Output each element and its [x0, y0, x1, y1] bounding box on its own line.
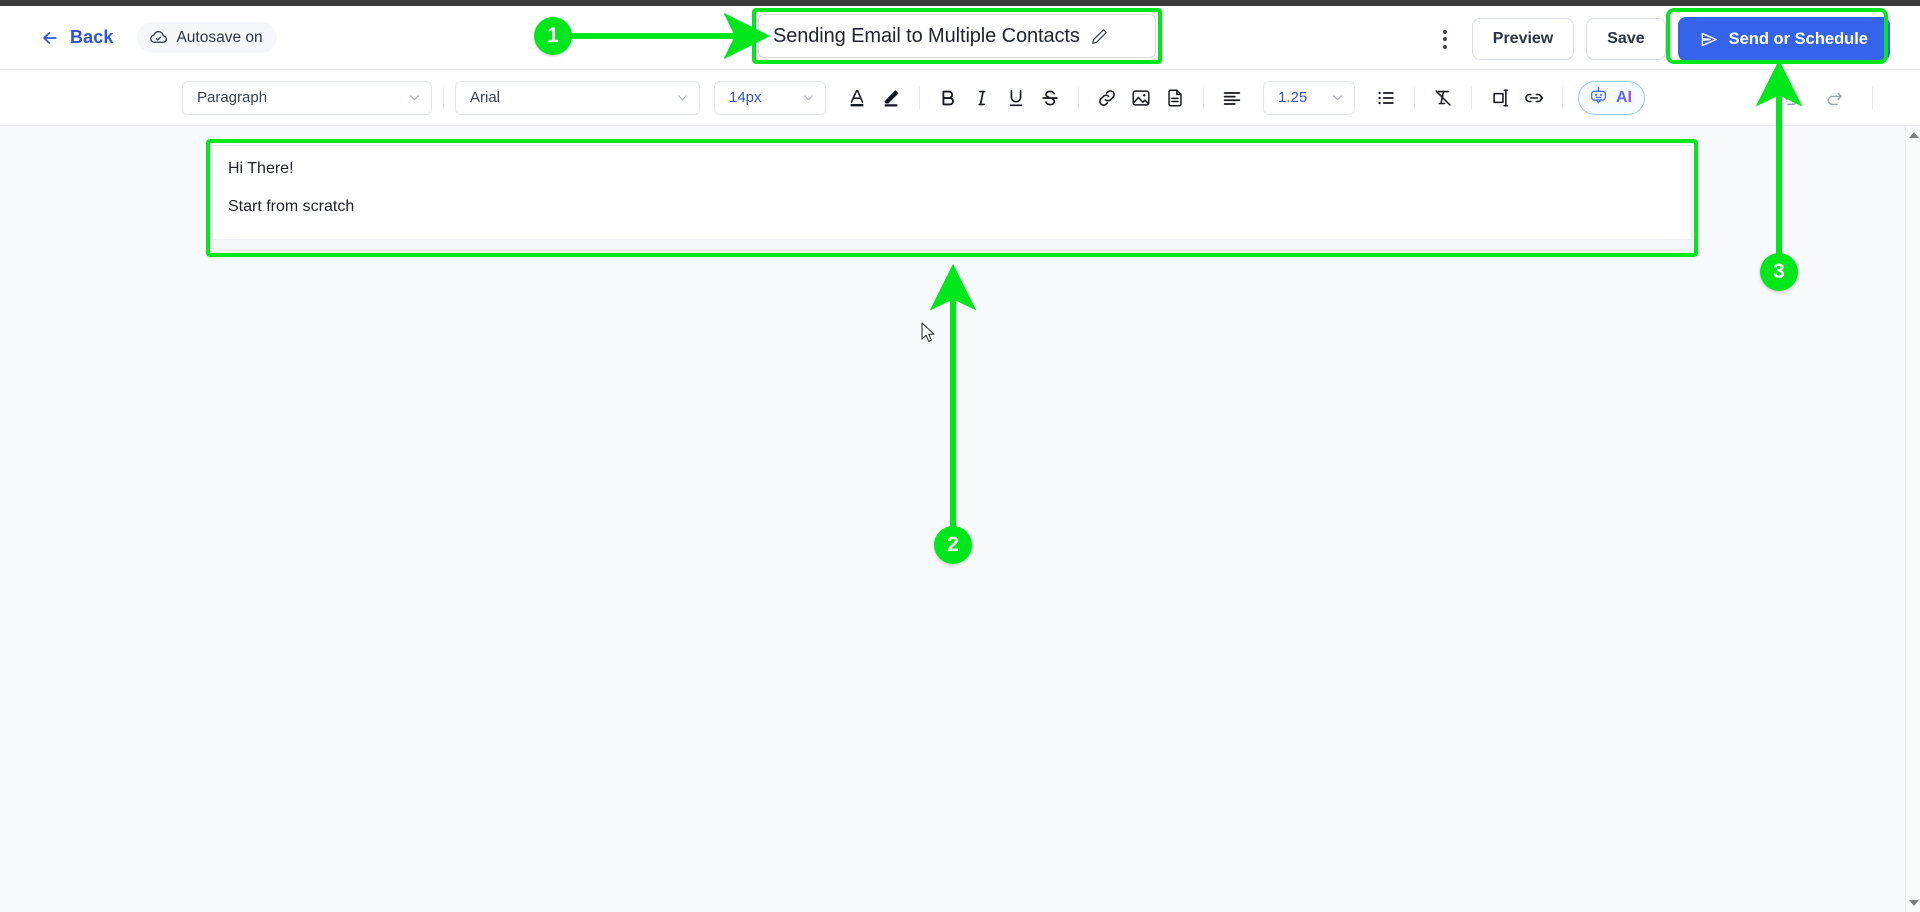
toolbar-divider: [1872, 87, 1873, 109]
email-canvas: Hi There! Start from scratch: [0, 126, 1905, 912]
header-actions: Preview Save Send or Schedule: [1430, 17, 1890, 61]
link-icon[interactable]: [1090, 81, 1124, 115]
chevron-down-icon: [676, 91, 689, 104]
history-controls: [1773, 81, 1884, 115]
arrow-left-icon: [40, 28, 60, 48]
vertical-scrollbar[interactable]: [1905, 126, 1920, 912]
ai-label: AI: [1616, 88, 1632, 106]
back-label: Back: [70, 27, 114, 47]
body-line: Start from scratch: [228, 198, 355, 215]
scroll-up-arrow-icon[interactable]: [1906, 127, 1920, 143]
toolbar-divider: [1471, 86, 1472, 109]
autosave-status: Autosave on: [137, 22, 277, 53]
undo-icon[interactable]: [1773, 81, 1807, 115]
robot-icon: [1588, 85, 1609, 111]
chevron-down-icon: [802, 91, 815, 104]
paper-plane-icon: [1700, 30, 1719, 49]
chevron-down-icon: [1331, 91, 1344, 104]
editor-toolbar: Paragraph Arial 14px: [0, 70, 1920, 126]
save-button[interactable]: Save: [1586, 18, 1666, 60]
send-or-schedule-label: Send or Schedule: [1728, 29, 1868, 48]
send-or-schedule-button[interactable]: Send or Schedule: [1677, 17, 1890, 61]
email-title-value: Sending Email to Multiple Contacts: [773, 24, 1080, 47]
line-height-select[interactable]: 1.25: [1263, 80, 1355, 115]
pencil-icon[interactable]: [1090, 27, 1109, 46]
toolbar-divider: [919, 86, 920, 109]
toolbar-divider: [1078, 86, 1079, 109]
strikethrough-icon[interactable]: [1033, 81, 1067, 115]
toolbar-divider: [443, 86, 444, 109]
preview-button[interactable]: Preview: [1471, 18, 1575, 60]
toolbar-divider: [1562, 86, 1563, 109]
redo-icon[interactable]: [1817, 81, 1851, 115]
font-family-select[interactable]: Arial: [455, 80, 700, 115]
autosave-label: Autosave on: [176, 28, 263, 46]
block-style-value: Paragraph: [197, 89, 268, 106]
more-vertical-icon[interactable]: [1430, 22, 1460, 56]
toolbar-divider: [1414, 86, 1415, 109]
page-break-icon[interactable]: [1483, 81, 1517, 115]
align-left-icon[interactable]: [1215, 81, 1249, 115]
highlight-color-icon[interactable]: [874, 81, 908, 115]
email-title-field[interactable]: Sending Email to Multiple Contacts: [758, 14, 1156, 58]
underline-icon[interactable]: [999, 81, 1033, 115]
browser-chrome-edge: [0, 0, 1920, 6]
content-block-footer: [213, 239, 1691, 250]
clear-formatting-icon[interactable]: [1426, 81, 1460, 115]
body-line: Hi There!: [228, 160, 294, 177]
chevron-down-icon: [408, 91, 421, 104]
bold-icon[interactable]: [931, 81, 965, 115]
italic-icon[interactable]: [965, 81, 999, 115]
file-icon[interactable]: [1158, 81, 1192, 115]
back-button[interactable]: Back: [40, 27, 113, 48]
merge-tag-icon[interactable]: [1517, 81, 1551, 115]
image-icon[interactable]: [1124, 81, 1158, 115]
text-color-icon[interactable]: [840, 81, 874, 115]
scroll-down-arrow-icon[interactable]: [1906, 895, 1920, 911]
bullet-list-icon[interactable]: [1369, 81, 1403, 115]
font-size-value: 14px: [729, 89, 762, 106]
cloud-check-icon: [149, 28, 168, 47]
email-body-content[interactable]: Hi There! Start from scratch: [212, 145, 1692, 251]
font-size-select[interactable]: 14px: [714, 80, 826, 115]
ai-assistant-button[interactable]: AI: [1578, 80, 1645, 115]
block-style-select[interactable]: Paragraph: [182, 80, 432, 115]
font-family-value: Arial: [470, 89, 501, 106]
toolbar-divider: [1203, 86, 1204, 109]
line-height-value: 1.25: [1278, 89, 1308, 106]
